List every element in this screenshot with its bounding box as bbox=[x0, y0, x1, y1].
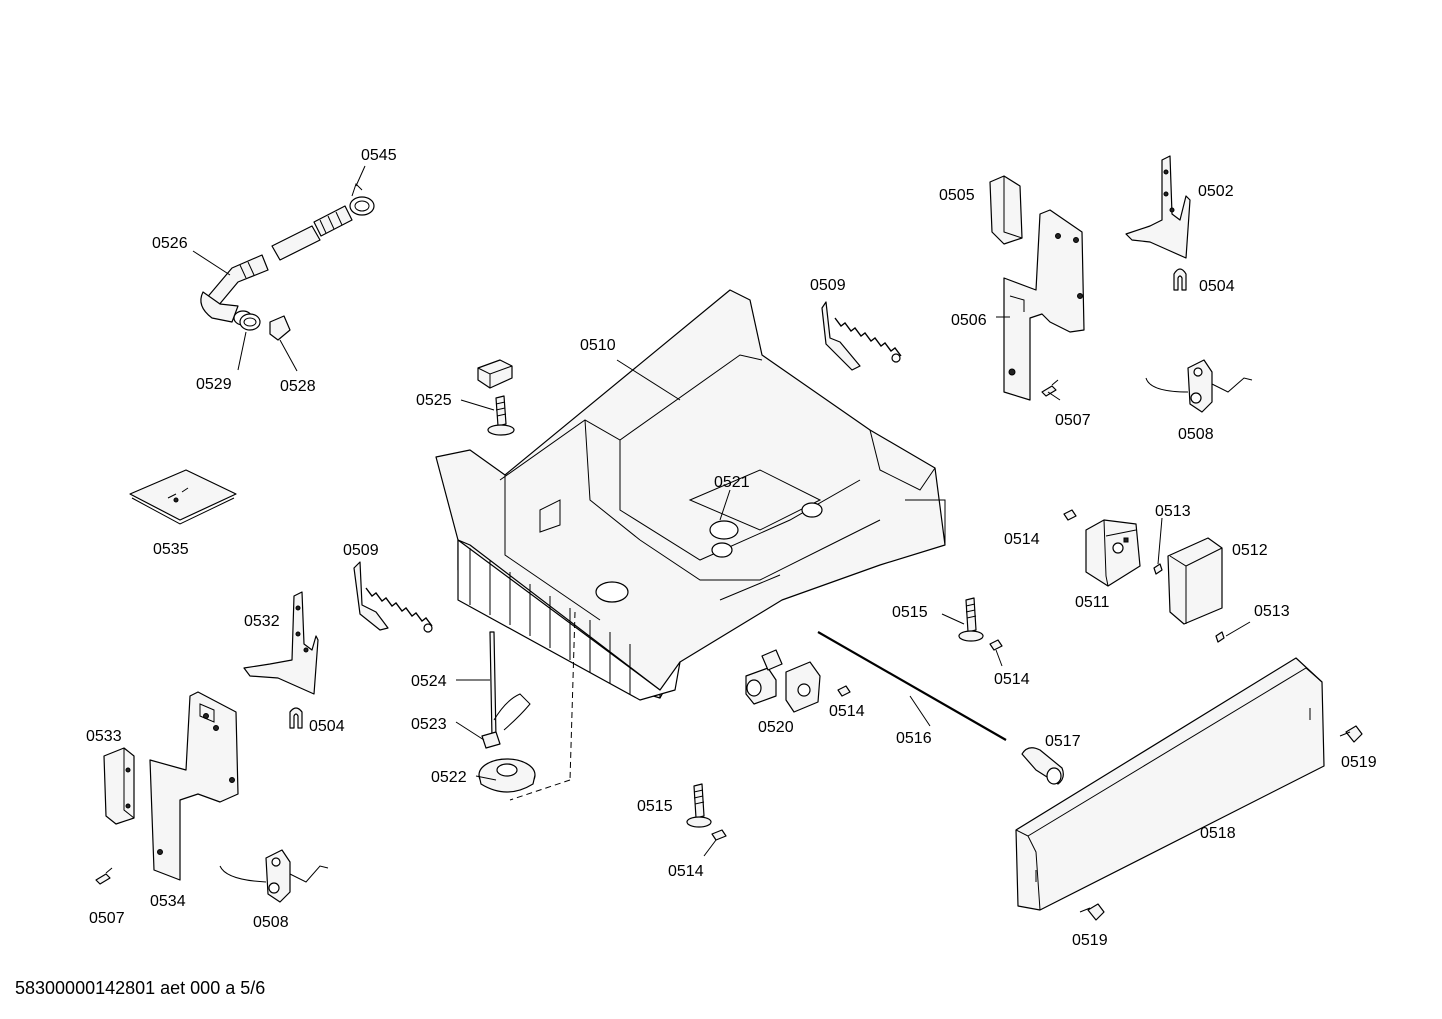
label-0512: 0512 bbox=[1232, 542, 1268, 559]
clip-0528 bbox=[269, 315, 298, 372]
label-0515-bottom: 0515 bbox=[637, 798, 673, 815]
label-0504-left: 0504 bbox=[309, 718, 345, 735]
base-tub-0510 bbox=[435, 289, 946, 701]
label-0522: 0522 bbox=[431, 769, 467, 786]
label-0517: 0517 bbox=[1045, 733, 1081, 750]
label-0508-left: 0508 bbox=[253, 914, 289, 931]
label-0515-right: 0515 bbox=[892, 604, 928, 621]
screw-0519-bottom bbox=[1079, 903, 1105, 921]
leader-0521 bbox=[719, 489, 731, 521]
label-0502: 0502 bbox=[1198, 183, 1234, 200]
spring-0509-left bbox=[353, 561, 433, 633]
label-0529: 0529 bbox=[196, 376, 232, 393]
label-0523: 0523 bbox=[411, 716, 447, 733]
pump-0521 bbox=[711, 542, 733, 558]
front-panel-0518 bbox=[1015, 657, 1325, 911]
foot-0515-right bbox=[941, 597, 984, 642]
label-0521: 0521 bbox=[714, 474, 750, 491]
label-0518: 0518 bbox=[1200, 825, 1236, 842]
screw-0507-top bbox=[1041, 379, 1061, 401]
bracket-0532 bbox=[243, 591, 319, 695]
screw-0519-right bbox=[1339, 725, 1363, 743]
label-0524: 0524 bbox=[411, 673, 447, 690]
label-0507-top: 0507 bbox=[1055, 412, 1091, 429]
label-0507-left: 0507 bbox=[89, 910, 125, 927]
microswitch-0508-left bbox=[219, 849, 329, 903]
bracket-0505 bbox=[989, 175, 1023, 245]
label-0528: 0528 bbox=[280, 378, 316, 395]
label-0526: 0526 bbox=[152, 235, 188, 252]
label-0509-left: 0509 bbox=[343, 542, 379, 559]
microswitch-0508-top bbox=[1145, 359, 1253, 413]
label-0504-top: 0504 bbox=[1199, 278, 1235, 295]
label-0513-b: 0513 bbox=[1254, 603, 1290, 620]
label-0520: 0520 bbox=[758, 719, 794, 736]
document-code: 58300000142801 aet 000 a 5/6 bbox=[15, 978, 266, 998]
label-0514-d: 0514 bbox=[1004, 531, 1040, 548]
label-0516: 0516 bbox=[896, 730, 932, 747]
label-0511: 0511 bbox=[1075, 594, 1110, 611]
screw-0514-c bbox=[703, 829, 727, 857]
hose-clamp-0529 bbox=[237, 313, 261, 371]
foot-0525 bbox=[460, 359, 515, 436]
label-0519-bottom: 0519 bbox=[1072, 932, 1108, 949]
label-0505: 0505 bbox=[939, 187, 975, 204]
label-0534: 0534 bbox=[150, 893, 186, 910]
label-0514-c: 0514 bbox=[668, 863, 704, 880]
float-0523 bbox=[455, 693, 531, 749]
spring-0509-top bbox=[821, 301, 902, 371]
label-0519-right: 0519 bbox=[1341, 754, 1377, 771]
label-0545: 0545 bbox=[361, 147, 397, 164]
label-0509-top: 0509 bbox=[810, 277, 846, 294]
label-0508-top: 0508 bbox=[1178, 426, 1214, 443]
screw-0513-b bbox=[1215, 621, 1251, 643]
hose-clamp-0545 bbox=[349, 165, 375, 216]
screw-0507-left bbox=[95, 867, 113, 885]
label-0533: 0533 bbox=[86, 728, 122, 745]
axis-line bbox=[569, 611, 576, 781]
label-0525: 0525 bbox=[416, 392, 452, 409]
inlet-valve-0520 bbox=[745, 649, 821, 713]
label-0513-a: 0513 bbox=[1155, 503, 1191, 520]
screw-0513-a bbox=[1153, 517, 1163, 575]
label-0532: 0532 bbox=[244, 613, 280, 630]
bracket-0506 bbox=[996, 209, 1085, 401]
clip-0504-left bbox=[289, 707, 303, 729]
label-0506: 0506 bbox=[951, 312, 987, 329]
label-0535: 0535 bbox=[153, 541, 189, 558]
bracket-0502 bbox=[1125, 155, 1191, 259]
screw-0514-b bbox=[837, 685, 851, 697]
bracket-0534 bbox=[149, 691, 239, 881]
parts-bag-0535 bbox=[129, 469, 237, 525]
screw-0514-a bbox=[989, 639, 1003, 667]
foot-0515-bottom bbox=[686, 783, 712, 828]
sump-cap-0522 bbox=[475, 758, 536, 793]
rod-0516 bbox=[817, 631, 1007, 741]
module-0511 bbox=[1085, 519, 1141, 587]
knob-0517 bbox=[1021, 747, 1064, 785]
cover-0512 bbox=[1167, 537, 1223, 625]
label-0510: 0510 bbox=[580, 337, 616, 354]
cover-0533 bbox=[103, 747, 135, 825]
label-0514-b: 0514 bbox=[829, 703, 865, 720]
label-0514-a: 0514 bbox=[994, 671, 1030, 688]
screw-0514-d bbox=[1063, 509, 1077, 521]
clip-0504-top bbox=[1173, 268, 1187, 291]
